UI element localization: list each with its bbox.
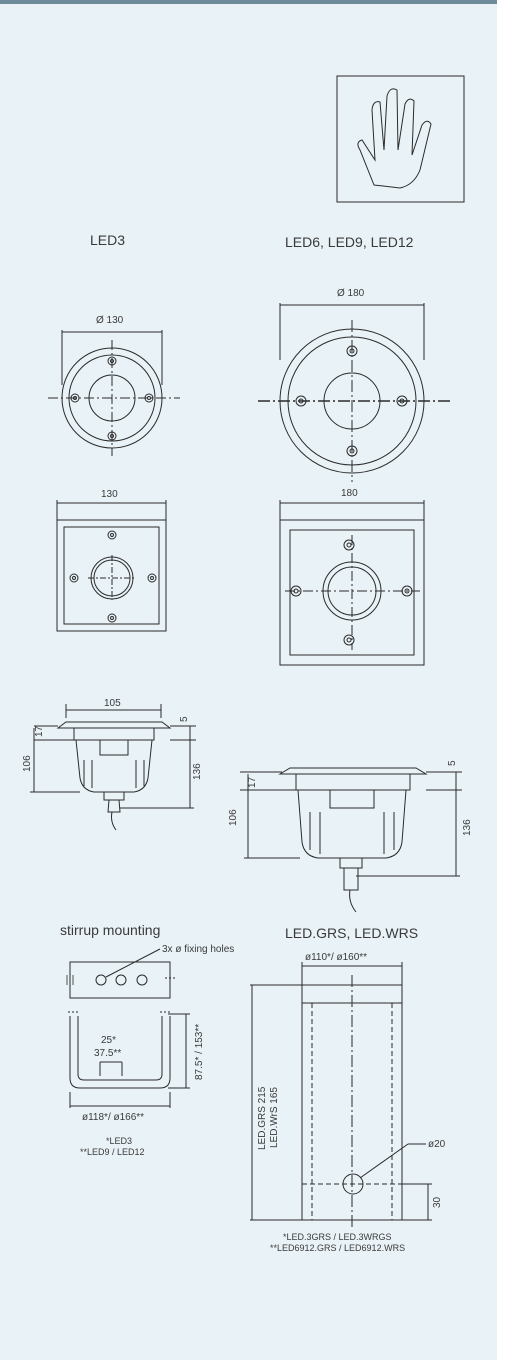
round-small-view: Ø 130	[48, 315, 180, 456]
dim-sleeve-len-grs: LED.GRS 215	[257, 1086, 268, 1150]
square-small-view: 130	[56, 489, 167, 632]
heading-stirrup: stirrup mounting	[60, 922, 160, 938]
right-margin-strip	[497, 0, 505, 1360]
note-stirrup-2: **LED9 / LED12	[80, 1147, 145, 1157]
dim-round-large: Ø 180	[337, 288, 365, 299]
dim-square-large: 180	[341, 488, 358, 499]
round-large-view: Ø 180	[258, 288, 452, 482]
side-view-large: 17 106 5 136	[228, 760, 473, 913]
note-sleeve-2: **LED6912.GRS / LED6912.WRS	[270, 1243, 405, 1253]
dim-sleeve-len-wrs: LED.WrS 165	[269, 1087, 280, 1148]
note-sleeve-1: *LED.3GRS / LED.3WRGS	[283, 1232, 392, 1242]
dim-side-small-106: 106	[22, 755, 33, 772]
dim-side-small-136: 136	[192, 763, 203, 780]
dim-sleeve-hole-height: 30	[432, 1196, 443, 1208]
dim-side-small-5: 5	[179, 716, 190, 722]
hand-icon	[336, 75, 465, 203]
dim-sleeve-hole: ø20	[428, 1139, 446, 1150]
label-fixing-holes: 3x ø fixing holes	[162, 944, 234, 955]
dim-side-large-5: 5	[447, 760, 458, 766]
square-large-view: 180	[279, 488, 425, 666]
dim-stirrup-inner-b: 37.5**	[94, 1048, 121, 1059]
stirrup-drawing: 3x ø fixing holes 25* 37.5** 87.5* / 153…	[66, 944, 234, 1157]
dim-side-large-136: 136	[462, 819, 473, 836]
dim-side-small-top: 105	[104, 698, 121, 709]
dim-sleeve-dia: ø110*/ ø160**	[305, 952, 367, 963]
heading-grs-wrs: LED.GRS, LED.WRS	[285, 925, 418, 941]
heading-led3: LED3	[90, 232, 125, 248]
dim-square-small: 130	[101, 489, 118, 500]
sleeve-drawing: ø110*/ ø160** ø20 LED.GRS 215 LED.WrS 16…	[250, 952, 446, 1253]
dim-stirrup-width: ø118*/ ø166**	[82, 1112, 144, 1123]
dim-stirrup-inner-a: 25*	[101, 1035, 116, 1046]
side-view-small: 105 17 106 5 136	[22, 698, 203, 831]
dim-side-large-17: 17	[247, 776, 258, 788]
note-stirrup-1: *LED3	[106, 1136, 132, 1146]
dim-stirrup-height: 87.5* / 153**	[194, 1024, 205, 1080]
dim-round-small: Ø 130	[96, 315, 124, 326]
dim-side-small-17: 17	[34, 725, 45, 737]
heading-led6-9-12: LED6, LED9, LED12	[285, 234, 414, 250]
dim-side-large-106: 106	[228, 809, 239, 826]
top-bar	[0, 0, 505, 4]
